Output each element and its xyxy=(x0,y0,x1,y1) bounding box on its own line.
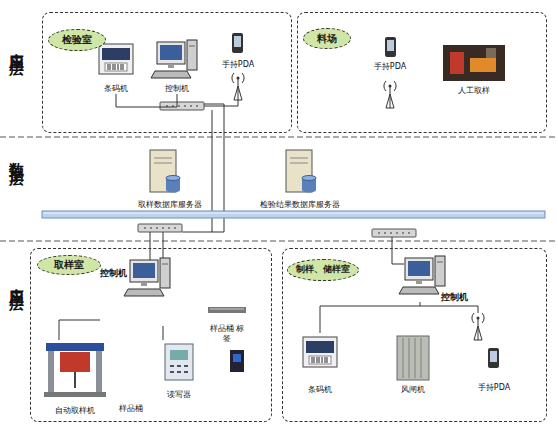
device-node: 人工取样 xyxy=(438,44,510,96)
network-wire xyxy=(59,320,100,340)
device-node: 检验结果数据库服务器 xyxy=(245,146,355,210)
device-label: 人工取样 xyxy=(438,86,510,96)
auto-sampler-illustration xyxy=(44,343,106,397)
device-label: 控制机 xyxy=(441,292,468,302)
layer-label: 数据层 xyxy=(4,150,26,230)
device-node: 样品桶 标签 xyxy=(206,304,248,344)
network-wire xyxy=(163,326,164,340)
manual-sampling-photo xyxy=(443,45,505,81)
device-label: 自动取样机 xyxy=(42,406,108,416)
switch-icon xyxy=(372,229,416,237)
device-node: 自动取样机 xyxy=(42,340,108,416)
layer-label: 应用层 xyxy=(4,40,26,130)
room-badge: 料场 xyxy=(303,28,351,49)
device-label: 手持PDA xyxy=(474,383,514,393)
pneumatic-machine-illustration xyxy=(397,336,429,380)
device-label: 条码机 xyxy=(298,385,342,395)
device-label: 条码机 xyxy=(94,84,138,94)
network-wire xyxy=(320,302,420,333)
device-node: 条码机 xyxy=(94,42,138,94)
pda-icon xyxy=(488,348,499,368)
device-node: 条码机 xyxy=(298,333,342,395)
room-group: 条码机 控制机 手持PDA 检验室 xyxy=(42,12,292,133)
network-bus xyxy=(42,211,545,218)
layer-label: 应用层 xyxy=(4,275,26,375)
reader-illustration xyxy=(165,344,193,380)
room-group: 控制机条码机 风闸机 手持PDA 制样、储样室 xyxy=(282,248,547,422)
device-label: 控制机 xyxy=(152,84,202,94)
barcode-printer-icon xyxy=(303,337,337,367)
computer-icon xyxy=(399,256,445,294)
pda-icon xyxy=(385,37,396,57)
device-label: 取样数据库服务器 xyxy=(115,200,225,210)
device-node: 风闸机 xyxy=(391,333,435,395)
device-label: 样品桶 标签 xyxy=(206,324,248,344)
device-node: 控制机 xyxy=(400,254,468,302)
wire xyxy=(163,232,164,258)
server-icon xyxy=(286,150,316,193)
wire xyxy=(204,100,238,106)
room-badge: 检验室 xyxy=(48,29,106,51)
device-label: 控制机 xyxy=(100,268,127,278)
layer-divider xyxy=(0,241,558,242)
antenna-icon xyxy=(232,73,244,100)
device-label: 手持PDA xyxy=(372,62,408,72)
barcode-printer-icon xyxy=(99,44,133,74)
part-label: 样品桶 xyxy=(113,404,149,416)
device-node: 手持PDA xyxy=(474,343,514,393)
room-group: 控制机自动取样机 读写器 样品桶 标签 取样室 xyxy=(30,248,272,422)
device-node: 读写器 xyxy=(160,340,198,400)
device-label: 风闸机 xyxy=(391,385,435,395)
room-badge: 制样、储样室 xyxy=(287,259,359,281)
computer-icon xyxy=(151,40,197,78)
room-badge: 取样室 xyxy=(37,255,101,275)
switch-icon xyxy=(138,224,182,232)
device-node: 手持PDA xyxy=(372,36,408,72)
switch-icon xyxy=(160,102,204,110)
room-group: 手持PDA 人工取样 料场 xyxy=(297,12,547,133)
network-wire xyxy=(116,94,177,107)
antenna-icon xyxy=(384,81,396,108)
layer-divider xyxy=(0,137,558,138)
computer-icon xyxy=(124,258,170,296)
device-label: 检验结果数据库服务器 xyxy=(245,200,355,210)
wire xyxy=(150,232,151,262)
pda-icon xyxy=(232,33,243,53)
server-icon xyxy=(150,150,180,193)
wire xyxy=(392,237,404,264)
device-node: 控制机 xyxy=(152,38,202,94)
device-node: 取样数据库服务器 xyxy=(115,146,225,210)
wire xyxy=(420,306,478,313)
device-label: 手持PDA xyxy=(220,60,256,70)
tag-bar-illustration xyxy=(208,307,246,313)
device-node: 手持PDA xyxy=(220,32,256,70)
antenna-icon xyxy=(472,313,484,340)
card-device-illustration xyxy=(230,350,244,372)
device-label: 读写器 xyxy=(160,390,198,400)
device-node: 控制机 xyxy=(100,256,168,326)
